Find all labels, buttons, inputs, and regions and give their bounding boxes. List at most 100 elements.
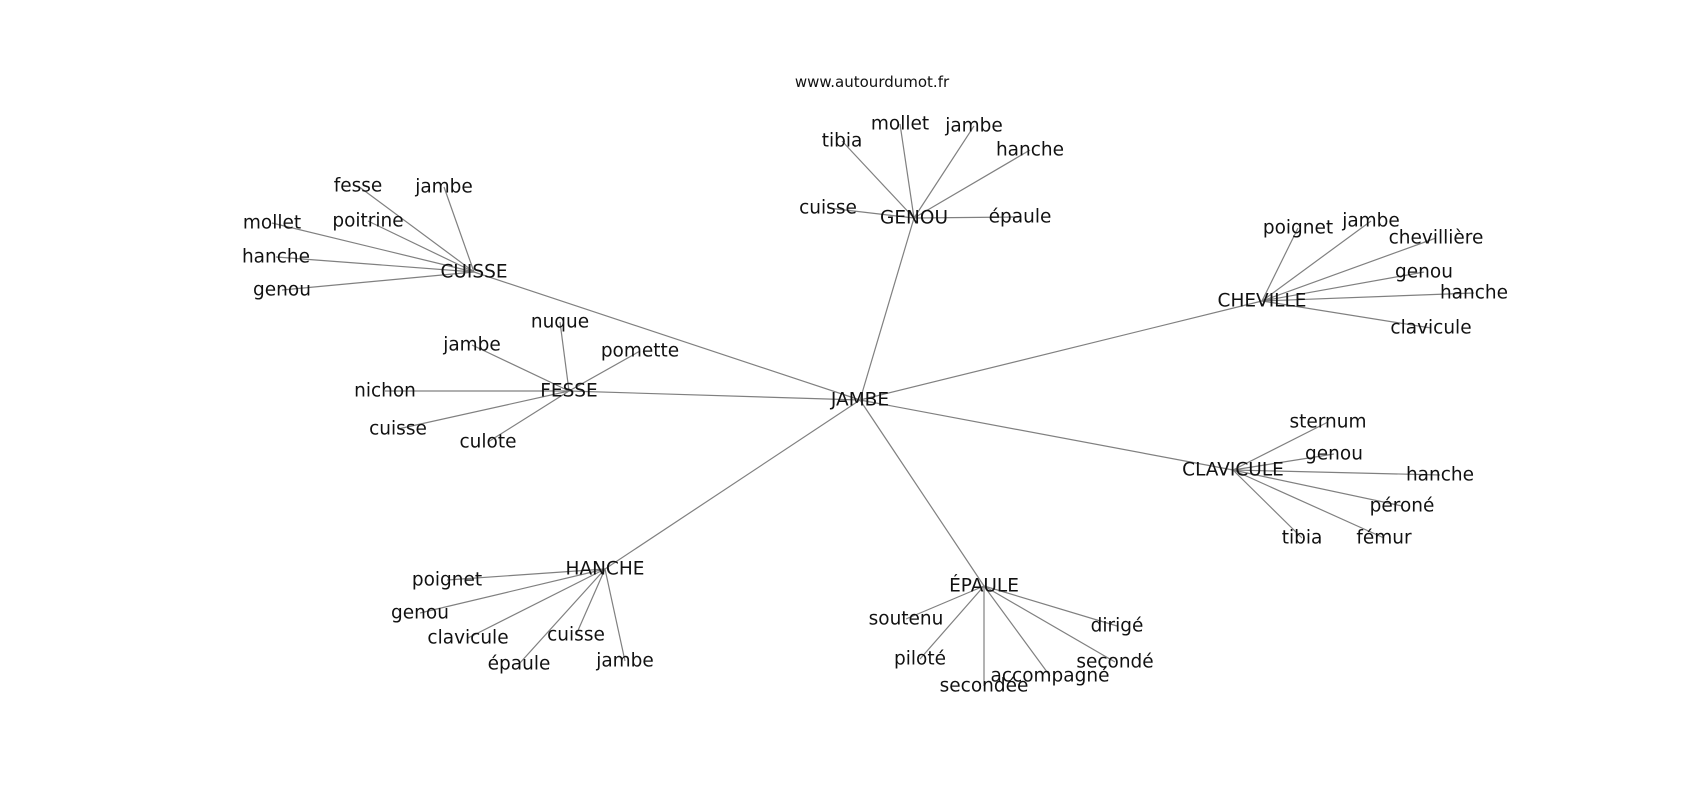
leaf-label-clavicule-femur: fémur — [1356, 528, 1412, 549]
leaf-label-hanche-jambe: jambe — [595, 651, 654, 672]
edge-clavicule-genou — [1232, 453, 1335, 471]
hub-label-cheville: CHEVILLE — [1218, 291, 1307, 312]
hub-label-epaule: ÉPAULE — [949, 575, 1019, 597]
edge-epaule-accompagne — [983, 585, 1051, 677]
leaf-label-epaule-pilote: piloté — [894, 649, 946, 670]
edge-genou-jambe — [913, 125, 975, 219]
leaf-label-fesse-jambe: jambe — [442, 335, 501, 356]
edge-center-cheville — [859, 300, 1263, 401]
edge-epaule-dirige — [983, 585, 1118, 627]
leaf-label-clavicule-sternum: sternum — [1289, 412, 1366, 433]
edge-cheville-hanche — [1261, 292, 1475, 302]
edge-center-clavicule — [859, 399, 1234, 471]
leaf-label-epaule-accompagne: accompagné — [991, 666, 1110, 687]
leaf-label-genou-tibia: tibia — [822, 131, 863, 152]
leaf-label-cuisse-genou: genou — [253, 280, 311, 301]
leaf-label-cuisse-hanche: hanche — [242, 247, 310, 268]
edge-fesse-culote — [487, 390, 570, 443]
leaf-label-cuisse-jambe: jambe — [414, 177, 473, 198]
leaf-label-fesse-nichon: nichon — [354, 381, 416, 402]
leaf-label-hanche-genou: genou — [391, 603, 449, 624]
edge-clavicule-femur — [1232, 469, 1385, 539]
edge-cheville-poignet — [1261, 227, 1299, 302]
edge-cuisse-fesse — [357, 185, 475, 273]
edge-hanche-poignet — [446, 568, 606, 581]
edge-center-cuisse — [473, 271, 861, 401]
edge-hanche-genou — [419, 568, 606, 614]
leaf-label-genou-epaule: épaule — [989, 207, 1052, 228]
leaf-label-hanche-clavicule: clavicule — [427, 628, 508, 649]
leaf-label-fesse-cuisse: cuisse — [369, 419, 427, 440]
edge-epaule-seconde — [983, 585, 1116, 663]
edge-center-epaule — [859, 399, 985, 587]
leaf-label-fesse-nuque: nuque — [531, 312, 589, 333]
leaf-label-fesse-pomette: pomette — [601, 341, 679, 362]
leaf-label-hanche-epaule: épaule — [488, 654, 551, 675]
hub-label-cuisse: CUISSE — [440, 262, 507, 283]
hub-label-clavicule: CLAVICULE — [1182, 460, 1284, 481]
edge-center-fesse — [568, 390, 861, 401]
leaf-label-cuisse-poitrine: poitrine — [332, 211, 403, 232]
edge-hanche-clavicule — [467, 568, 606, 639]
edge-cuisse-poitrine — [367, 220, 475, 273]
edge-cuisse-genou — [281, 271, 475, 291]
leaf-label-hanche-poignet: poignet — [412, 570, 482, 591]
edge-hanche-cuisse — [575, 568, 606, 636]
leaf-label-cheville-hanche: hanche — [1440, 283, 1508, 304]
leaf-label-cheville-clavicule: clavicule — [1390, 318, 1471, 339]
edge-center-genou — [859, 217, 915, 401]
edge-cheville-jambe — [1261, 220, 1372, 302]
edge-cuisse-hanche — [275, 256, 475, 273]
site-url: www.autourdumot.fr — [795, 73, 950, 91]
edge-genou-mollet — [899, 123, 915, 219]
center-node-label: JAMBE — [830, 390, 889, 411]
edge-clavicule-sternum — [1232, 421, 1329, 471]
leaf-label-cuisse-fesse: fesse — [334, 176, 383, 197]
leaf-label-fesse-culote: culote — [460, 432, 517, 453]
leaf-label-epaule-soutenu: soutenu — [869, 609, 944, 630]
graph-edges — [271, 123, 1475, 686]
leaf-label-genou-cuisse: cuisse — [799, 198, 857, 219]
hub-label-hanche: HANCHE — [566, 559, 645, 580]
leaf-label-clavicule-hanche: hanche — [1406, 465, 1474, 486]
hub-label-fesse: FESSE — [540, 381, 598, 402]
edge-fesse-cuisse — [397, 390, 570, 430]
edge-hanche-jambe — [604, 568, 626, 662]
edge-genou-hanche — [913, 149, 1031, 219]
hub-label-genou: GENOU — [880, 208, 948, 229]
edge-hanche-epaule — [518, 568, 606, 665]
edge-clavicule-hanche — [1232, 469, 1441, 476]
leaf-label-cheville-jambe: jambe — [1341, 211, 1400, 232]
edge-genou-cuisse — [827, 207, 915, 219]
leaf-label-clavicule-tibia: tibia — [1282, 528, 1323, 549]
edge-genou-epaule — [913, 216, 1021, 219]
leaf-label-genou-mollet: mollet — [871, 114, 929, 135]
leaf-label-epaule-dirige: dirigé — [1091, 616, 1144, 637]
leaf-label-cheville-genou: genou — [1395, 262, 1453, 283]
leaf-label-genou-jambe: jambe — [944, 116, 1003, 137]
edge-center-hanche — [604, 399, 861, 570]
leaf-label-epaule-secondee: secondée — [940, 676, 1029, 697]
leaf-label-cheville-chevilliere: chevillière — [1389, 228, 1484, 249]
edge-fesse-jambe — [471, 344, 570, 392]
leaf-label-cuisse-mollet: mollet — [243, 213, 301, 234]
edge-genou-tibia — [841, 140, 915, 219]
leaf-label-clavicule-genou: genou — [1305, 444, 1363, 465]
edge-epaule-soutenu — [905, 585, 985, 620]
leaf-label-hanche-cuisse: cuisse — [547, 625, 605, 646]
edge-fesse-pomette — [568, 350, 641, 392]
edge-fesse-nuque — [559, 321, 570, 392]
edge-epaule-pilote — [919, 585, 985, 660]
graph-labels: www.autourdumot.fr JAMBE tibia mollet jamb… — [242, 73, 1508, 697]
edge-clavicule-perone — [1232, 469, 1403, 507]
edge-clavicule-tibia — [1232, 469, 1303, 539]
edge-cuisse-jambe — [443, 186, 475, 273]
edge-cheville-clavicule — [1261, 300, 1432, 329]
leaf-label-clavicule-perone: péroné — [1370, 496, 1435, 517]
leaf-label-epaule-seconde: secondé — [1076, 652, 1153, 673]
leaf-label-genou-hanche: hanche — [996, 140, 1064, 161]
edge-cheville-chevilliere — [1261, 237, 1437, 302]
edge-cheville-genou — [1261, 271, 1425, 302]
edge-cuisse-mollet — [271, 222, 475, 273]
